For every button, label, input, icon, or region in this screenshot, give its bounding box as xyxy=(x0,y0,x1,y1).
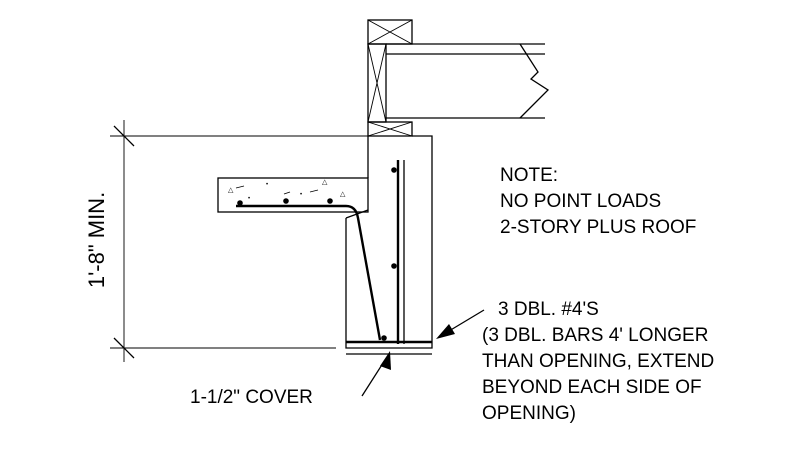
svg-text:△: △ xyxy=(340,191,346,198)
callout-line: 3 DBL. #4'S xyxy=(498,299,599,320)
reinforcement xyxy=(236,160,405,344)
rebar-dot xyxy=(391,167,397,173)
rebar-dot xyxy=(391,263,397,269)
rebar-arrowhead xyxy=(436,324,455,339)
callout-line: THAN OPENING, EXTEND xyxy=(482,351,714,372)
dimension-lines xyxy=(110,120,368,362)
rebar-dot xyxy=(237,200,243,206)
dimension-label: 1'-8" MIN. xyxy=(84,192,109,288)
svg-text:△: △ xyxy=(228,187,234,194)
note-line: NO POINT LOADS xyxy=(500,191,661,212)
cover-arrowhead xyxy=(380,351,391,370)
svg-text:△: △ xyxy=(322,179,328,186)
rebar-callout: 3 DBL. #4'S (3 DBL. BARS 4' LONGER THAN … xyxy=(482,299,714,424)
floor-joist xyxy=(386,43,550,119)
foundation-wall xyxy=(345,135,433,355)
svg-text:•: • xyxy=(300,192,302,198)
callout-line: (3 DBL. BARS 4' LONGER xyxy=(482,325,708,346)
note-line: 2-STORY PLUS ROOF xyxy=(500,217,696,238)
svg-text:•: • xyxy=(266,182,268,188)
note-heading: NOTE: xyxy=(500,165,558,186)
callout-line: BEYOND EACH SIDE OF xyxy=(482,377,702,398)
concrete-slab: △ • • △ △ • xyxy=(217,177,369,213)
rebar-dot xyxy=(381,335,387,341)
rebar-dot xyxy=(327,198,333,204)
leader-arrows xyxy=(361,309,485,397)
rebar-dot xyxy=(283,198,289,204)
svg-text:•: • xyxy=(248,196,250,202)
break-line xyxy=(519,43,550,119)
note-block: NOTE: NO POINT LOADS 2-STORY PLUS ROOF xyxy=(500,165,696,238)
cover-label: 1-1/2" COVER xyxy=(190,387,313,408)
callout-line: OPENING) xyxy=(482,403,576,424)
